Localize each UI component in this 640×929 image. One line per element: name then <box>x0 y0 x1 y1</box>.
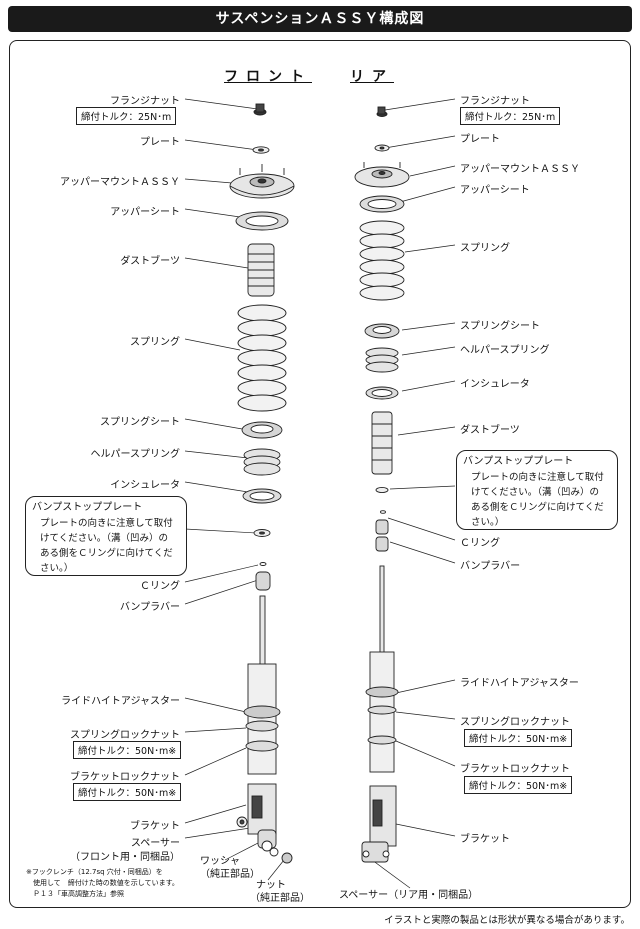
front-spring-seat-label: スプリングシート <box>100 417 180 428</box>
front-nut-label: ナット <box>256 880 286 891</box>
front-spring-locknut-label: スプリングロックナット <box>70 730 180 741</box>
front-parts <box>229 103 295 864</box>
front-heading: フロント <box>224 69 312 85</box>
front-bracket-label: ブラケット <box>130 821 180 832</box>
rear-dust-boot-label: ダストブーツ <box>460 425 520 436</box>
rear-upper-seat-label: アッパーシート <box>460 185 530 196</box>
rear-heading: リア <box>350 69 394 85</box>
front-insulator-label: インシュレータ <box>110 480 180 491</box>
rear-bump-stop-body: プレートの向きに注意して取付 けてください。（溝（凹み）の ある側をＣリングに向… <box>471 472 604 528</box>
rear-insulator-label: インシュレータ <box>460 379 530 390</box>
front-spacer-sub-label: （フロント用・同梱品） <box>70 852 180 863</box>
rear-bump-stop-title: バンプストッププレート <box>463 456 574 467</box>
front-flange-torque: 締付トルク：25N･m <box>76 107 177 125</box>
rear-spring-seat-label: スプリングシート <box>460 321 540 332</box>
rear-bracket-locknut-torque: 締付トルク：50N･m※ <box>464 776 573 794</box>
rear-flange-torque: 締付トルク：25N･m <box>460 107 561 125</box>
front-helper-spring-label: ヘルパースプリング <box>90 449 181 460</box>
front-bracket-locknut-label: ブラケットロックナット <box>70 772 180 783</box>
rear-ride-height-label: ライドハイトアジャスター <box>460 678 579 689</box>
front-flange-nut-label: フランジナット <box>110 96 180 107</box>
front-washer-sub-label: （純正部品） <box>200 869 260 880</box>
rear-bump-stop-note: バンプストッププレート プレートの向きに注意して取付 けてください。（溝（凹み）… <box>456 450 618 530</box>
front-bump-stop-title: バンプストッププレート <box>32 502 143 513</box>
rear-c-ring-label: Ｃリング <box>460 538 500 549</box>
front-spring-locknut-torque: 締付トルク：50N･m※ <box>73 741 182 759</box>
front-spring-label: スプリング <box>130 337 180 348</box>
rear-flange-nut-label: フランジナット <box>460 96 530 107</box>
front-washer-label: ワッシャ <box>200 856 240 867</box>
front-spacer-label: スペーサー <box>130 838 180 849</box>
front-c-ring-label: Ｃリング <box>140 581 180 592</box>
diagram-frame <box>9 40 631 908</box>
rear-helper-spring-label: ヘルパースプリング <box>460 345 550 356</box>
leader-lines <box>184 98 456 889</box>
front-bump-stop-body: プレートの向きに注意して取付 けてください。（溝（凹み）の ある側をＣリングに向… <box>40 518 173 574</box>
rear-bracket-label: ブラケット <box>460 834 510 845</box>
rear-upper-mount-label: アッパーマウントＡＳＳＹ <box>460 164 580 175</box>
front-dust-boot-label: ダストブーツ <box>120 256 180 267</box>
front-plate-label: プレート <box>140 137 180 148</box>
front-ride-height-label: ライドハイトアジャスター <box>61 696 180 707</box>
disclaimer: イラストと実際の製品とは形状が異なる場合があります。 <box>384 915 630 926</box>
front-upper-seat-label: アッパーシート <box>110 207 180 218</box>
rear-spacer-label: スペーサー（リア用・同梱品） <box>339 890 479 901</box>
front-bump-stop-note: バンプストッププレート プレートの向きに注意して取付 けてください。（溝（凹み）… <box>25 496 187 576</box>
rear-spring-label: スプリング <box>460 243 510 254</box>
front-bump-rubber-label: バンプラバー <box>119 602 180 613</box>
rear-bump-rubber-label: バンプラバー <box>460 561 521 572</box>
diagram-title: サスペンションＡＳＳＹ構成図 <box>8 6 632 32</box>
rear-spring-locknut-label: スプリングロックナット <box>460 717 570 728</box>
footnote: ※フックレンチ（12.7sq 穴付・同梱品）を 使用して 締付けた時の数値を示し… <box>26 868 179 898</box>
rear-spring-locknut-torque: 締付トルク：50N･m※ <box>464 729 573 747</box>
front-bracket-locknut-torque: 締付トルク：50N･m※ <box>73 783 182 801</box>
rear-bracket-locknut-label: ブラケットロックナット <box>460 764 570 775</box>
front-upper-mount-label: アッパーマウントＡＳＳＹ <box>60 177 180 188</box>
rear-plate-label: プレート <box>460 134 500 145</box>
front-nut-sub-label: （純正部品） <box>250 893 310 904</box>
rear-parts <box>354 106 410 863</box>
